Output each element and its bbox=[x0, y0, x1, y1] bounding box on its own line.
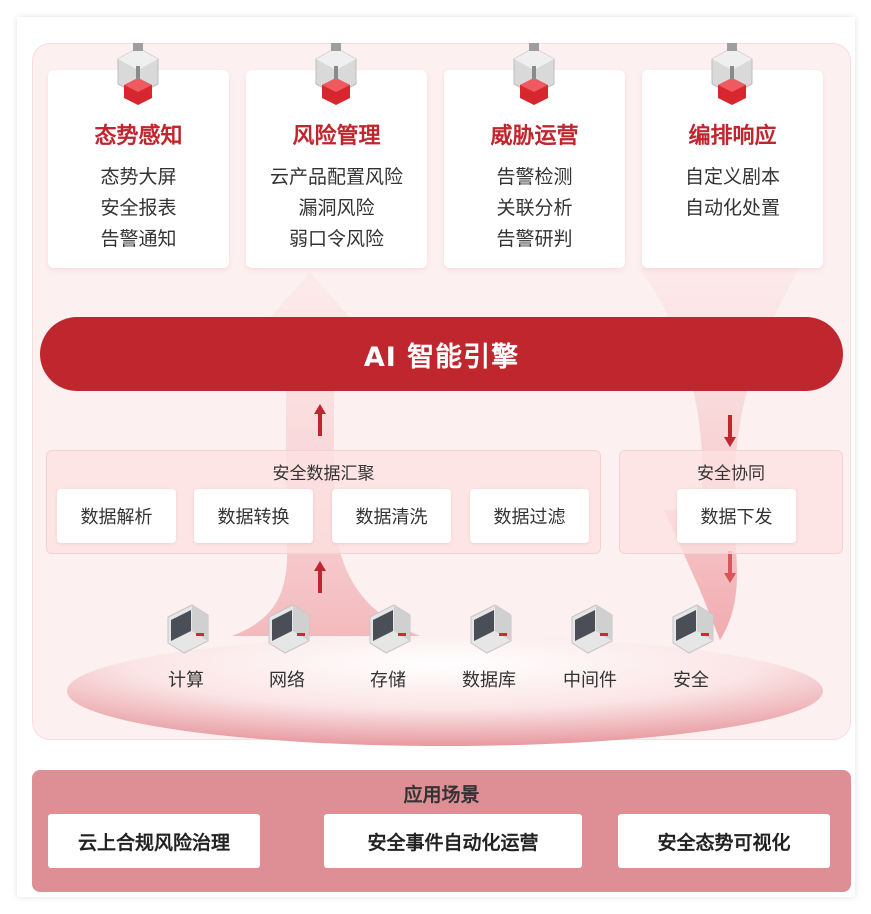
capability-item: 弱口令风险 bbox=[288, 228, 384, 250]
server-device-icon bbox=[167, 604, 209, 654]
capability-item: 漏洞风险 bbox=[298, 197, 375, 219]
data-filter-chip: 数据过滤 bbox=[470, 489, 589, 543]
arrow-up-icon bbox=[314, 404, 326, 436]
scenario-posture-visualization: 安全态势可视化 bbox=[618, 814, 830, 868]
server-device-icon bbox=[571, 604, 613, 654]
source-label-compute: 计算 bbox=[168, 670, 204, 691]
capability-item: 自动化处置 bbox=[684, 197, 780, 219]
capability-card-threat: 威胁运营 告警检测 关联分析 告警研判 bbox=[444, 43, 625, 268]
data-cleanse-chip: 数据清洗 bbox=[332, 489, 451, 543]
source-label-database: 数据库 bbox=[462, 670, 516, 691]
ai-engine-label: AI 智能引擎 bbox=[363, 341, 520, 373]
server-device-icon bbox=[369, 604, 411, 654]
scenario-incident-automation: 安全事件自动化运营 bbox=[324, 814, 582, 868]
aggregation-title: 安全数据汇聚 bbox=[272, 464, 375, 484]
capability-item: 告警研判 bbox=[496, 228, 573, 250]
base-platform bbox=[67, 636, 823, 746]
scenarios-title: 应用场景 bbox=[403, 784, 480, 806]
capability-item: 关联分析 bbox=[496, 197, 573, 219]
source-label-security: 安全 bbox=[673, 670, 709, 691]
source-label-network: 网络 bbox=[269, 670, 305, 691]
capability-item: 自定义剧本 bbox=[684, 166, 780, 188]
data-dispatch-chip: 数据下发 bbox=[677, 489, 796, 543]
arrow-down-icon bbox=[724, 415, 736, 447]
coordination-title: 安全协同 bbox=[697, 464, 765, 484]
source-label-middleware: 中间件 bbox=[563, 670, 617, 691]
security-module-icon bbox=[513, 43, 555, 105]
ai-engine-bar: AI 智能引擎 bbox=[40, 317, 843, 391]
source-label-storage: 存储 bbox=[370, 670, 406, 691]
capability-item: 安全报表 bbox=[100, 197, 177, 219]
capability-item: 态势大屏 bbox=[100, 166, 177, 188]
application-scenarios: 应用场景 云上合规风险治理 安全事件自动化运营 安全态势可视化 bbox=[32, 770, 851, 892]
data-transform-chip: 数据转换 bbox=[194, 489, 313, 543]
scenario-compliance-governance: 云上合规风险治理 bbox=[48, 814, 260, 868]
security-module-icon bbox=[711, 43, 753, 105]
capability-title: 态势感知 bbox=[94, 124, 183, 149]
security-module-icon bbox=[315, 43, 357, 105]
capability-title: 威胁运营 bbox=[490, 124, 579, 149]
capability-item: 告警检测 bbox=[496, 166, 573, 188]
security-module-icon bbox=[117, 43, 159, 105]
server-device-icon bbox=[470, 604, 512, 654]
capability-card-risk: 风险管理 云产品配置风险 漏洞风险 弱口令风险 bbox=[246, 43, 427, 268]
server-device-icon bbox=[672, 604, 714, 654]
arrow-up-icon bbox=[314, 561, 326, 593]
arrow-down-icon bbox=[724, 551, 736, 583]
capability-item: 告警通知 bbox=[100, 228, 177, 250]
capability-card-orchestration: 编排响应 自定义剧本 自动化处置 bbox=[642, 43, 823, 268]
capability-title: 编排响应 bbox=[688, 124, 777, 149]
capability-title: 风险管理 bbox=[292, 124, 381, 149]
capability-item: 云产品配置风险 bbox=[269, 166, 403, 188]
capability-card-situation: 态势感知 态势大屏 安全报表 告警通知 bbox=[48, 43, 229, 268]
server-device-icon bbox=[268, 604, 310, 654]
data-parse-chip: 数据解析 bbox=[57, 489, 176, 543]
